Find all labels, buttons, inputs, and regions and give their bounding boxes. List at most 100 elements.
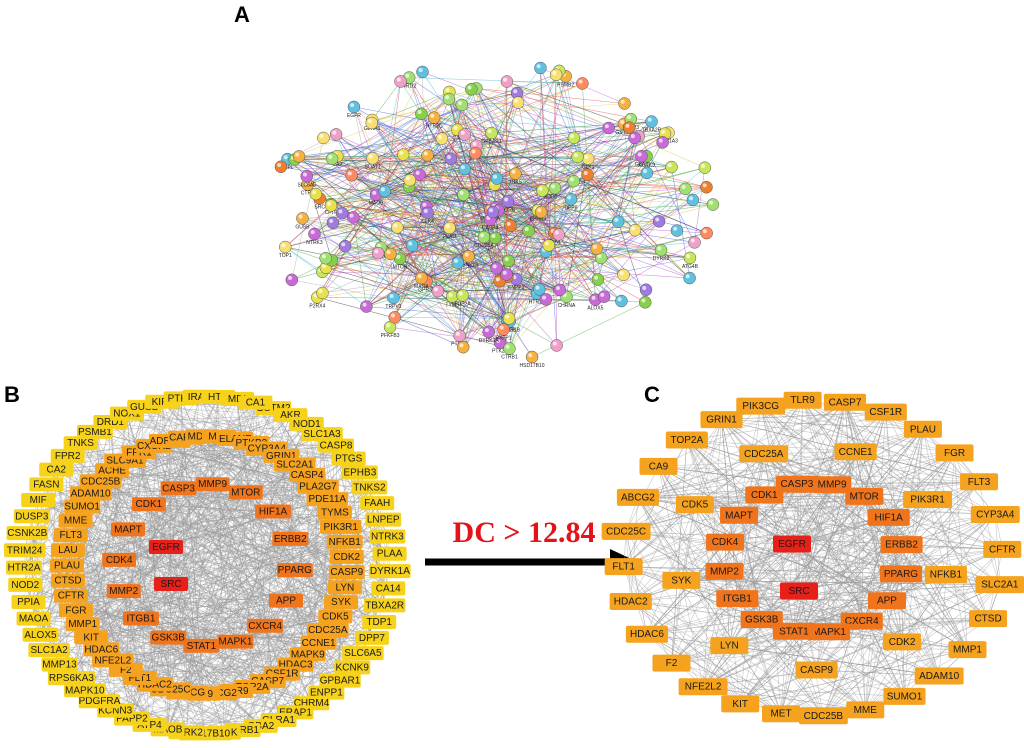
string-node [534, 61, 547, 75]
string-edge [437, 209, 491, 292]
string-edge [554, 156, 578, 189]
gene-node-label: FGR [65, 605, 86, 616]
gene-node-label: DYRK1A [370, 566, 410, 577]
gene-node [102, 552, 137, 567]
gene-node-label: NFKB1 [930, 570, 963, 581]
string-node-highlight [445, 95, 450, 100]
string-node [338, 239, 352, 253]
string-node-highlight [408, 241, 413, 246]
string-node [509, 167, 522, 180]
string-edge [623, 123, 636, 231]
gene-node-label: CDK4 [106, 555, 133, 566]
string-node [564, 193, 578, 206]
string-node-label: SRC [314, 204, 325, 210]
string-node-label: TOP2A [454, 301, 471, 307]
network-edge [112, 569, 295, 661]
gene-node-label: STAT1 [187, 641, 217, 652]
gene-node [326, 534, 363, 549]
string-node [316, 286, 329, 300]
string-edge [434, 74, 557, 118]
gene-node-label: HDAC6 [630, 629, 664, 640]
string-edge [426, 204, 713, 282]
gene-node-label: PIK3CG [742, 401, 779, 412]
string-node [590, 242, 603, 255]
string-edge [372, 158, 500, 282]
string-edge [694, 167, 706, 243]
string-node-highlight [321, 254, 326, 259]
string-node-highlight [592, 244, 597, 249]
string-node [443, 221, 456, 235]
gene-node-label: SLC2A1 [981, 580, 1019, 591]
network-edge [201, 438, 236, 646]
string-edge [394, 317, 464, 348]
gene-node-label: MAPT [725, 510, 753, 521]
gene-node-label: NOD1 [293, 419, 321, 430]
string-node [533, 283, 546, 296]
gene-node [160, 481, 197, 496]
gene-node-label: CASP7 [829, 397, 862, 408]
string-edge [280, 158, 451, 168]
string-node-highlight [350, 103, 355, 108]
string-node-highlight [302, 172, 307, 177]
gene-node [369, 529, 406, 544]
string-node-highlight [460, 165, 465, 170]
gene-node-label: ACHE [98, 465, 126, 476]
string-node-label: ENPP1 [508, 285, 525, 291]
string-node-highlight [396, 77, 401, 82]
string-node-highlight [552, 341, 557, 346]
gene-node-label: CDK1 [136, 499, 163, 510]
string-edge [409, 137, 574, 181]
string-node-highlight [460, 130, 465, 135]
string-node-label: DPP8 [564, 205, 577, 211]
string-node [549, 68, 563, 81]
string-node-highlight [386, 323, 391, 328]
string-node-highlight [597, 254, 602, 259]
gene-node [50, 543, 85, 558]
string-edge [351, 133, 666, 176]
string-edge [441, 138, 510, 349]
string-node-label: NTRK3 [306, 240, 323, 246]
string-node-highlight [471, 149, 476, 154]
gene-node [320, 519, 362, 534]
gene-node-label: ERBB2 [274, 534, 307, 545]
gene-node-label: FAAH [364, 498, 390, 509]
gene-node-label: NTRK3 [371, 532, 404, 543]
gene-node [306, 492, 349, 507]
string-node [706, 198, 720, 211]
gene-node-label: SYK [671, 575, 691, 586]
string-node-label: ATG4B [682, 264, 699, 270]
string-edge [448, 98, 588, 176]
string-edge [421, 113, 672, 168]
string-node-label: MTNR1B [499, 327, 520, 333]
string-edge [302, 218, 559, 235]
string-node [501, 195, 515, 208]
gene-node-label: SLC1A2 [31, 645, 69, 656]
string-edge [463, 137, 574, 195]
gene-node-label: ITGB1 [723, 594, 752, 605]
string-node [347, 211, 360, 224]
string-node-highlight [417, 109, 422, 114]
string-node-highlight [341, 242, 346, 247]
string-edge [506, 127, 609, 275]
gene-node-label: CDC25C [606, 526, 646, 537]
string-node [591, 273, 605, 286]
string-node [652, 215, 666, 228]
gene-node-label: MMP2 [109, 586, 138, 597]
string-node [534, 205, 548, 219]
string-node [456, 340, 470, 354]
string-node [576, 77, 589, 90]
network-edge [153, 445, 167, 548]
gene-node-label: F2 [120, 665, 132, 676]
string-node-highlight [489, 208, 494, 213]
string-edge [314, 113, 422, 235]
string-edge [539, 257, 691, 290]
gene-node-label: ENPP1 [310, 688, 343, 699]
gene-node [65, 617, 100, 632]
string-node [347, 100, 361, 114]
gene-node-label: MMP9 [818, 480, 847, 491]
string-node [654, 243, 668, 257]
string-edge [459, 281, 500, 336]
string-node [324, 199, 338, 212]
gene-node [269, 593, 304, 608]
string-node-highlight [328, 154, 333, 159]
